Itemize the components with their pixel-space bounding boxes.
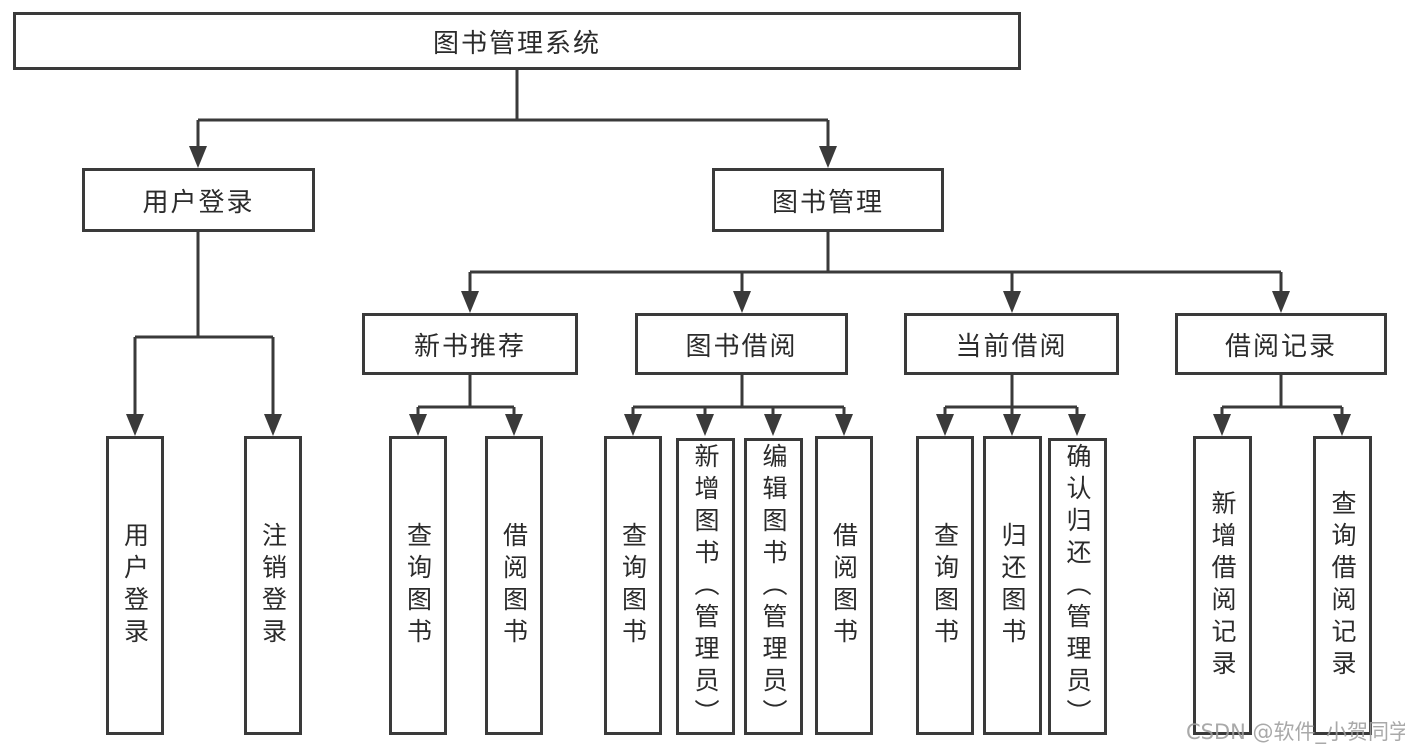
node-label: 查询图书 bbox=[930, 521, 960, 650]
node-label: 编辑图书（管理员） bbox=[759, 442, 788, 731]
leaf-query-books-borrowing: 查询图书 bbox=[604, 436, 662, 735]
node-label: 查询图书 bbox=[618, 521, 648, 650]
leaf-confirm-return-admin: 确认归还（管理员） bbox=[1048, 438, 1107, 735]
leaf-logout: 注销登录 bbox=[244, 436, 302, 735]
node-book-management: 图书管理 bbox=[712, 168, 944, 232]
node-label: 新增图书（管理员） bbox=[691, 442, 720, 731]
leaf-query-books-current: 查询图书 bbox=[916, 436, 974, 735]
node-label: 用户登录 bbox=[120, 521, 150, 650]
arrowheads bbox=[126, 146, 1351, 436]
node-user-login: 用户登录 bbox=[82, 168, 315, 232]
leaf-user-login: 用户登录 bbox=[106, 436, 164, 735]
node-label: 归还图书 bbox=[998, 521, 1027, 650]
node-label: 用户登录 bbox=[142, 187, 255, 218]
node-label: 图书管理 bbox=[771, 187, 884, 218]
node-label: 查询借阅记录 bbox=[1328, 489, 1357, 682]
leaf-edit-books-admin: 编辑图书（管理员） bbox=[744, 438, 803, 735]
node-label: 借阅图书 bbox=[829, 521, 859, 650]
leaf-add-borrow-record: 新增借阅记录 bbox=[1193, 436, 1252, 735]
node-label: 新书推荐 bbox=[413, 331, 526, 362]
node-borrowing-records: 借阅记录 bbox=[1175, 313, 1387, 375]
leaf-borrow-books-recommendation: 借阅图书 bbox=[485, 436, 543, 735]
node-new-book-recommendation: 新书推荐 bbox=[362, 313, 578, 375]
leaf-query-borrow-record: 查询借阅记录 bbox=[1313, 436, 1372, 735]
node-label: 注销登录 bbox=[258, 521, 288, 650]
watermark: CSDN @软件_小贺同学 bbox=[1186, 720, 1405, 744]
node-current-borrowing: 当前借阅 bbox=[904, 313, 1119, 375]
leaf-return-books: 归还图书 bbox=[983, 436, 1042, 735]
leaf-borrow-books-borrowing: 借阅图书 bbox=[815, 436, 873, 735]
node-label: 借阅记录 bbox=[1224, 331, 1337, 362]
node-label: 图书管理系统 bbox=[432, 28, 601, 59]
leaf-query-books-recommendation: 查询图书 bbox=[389, 436, 447, 735]
node-library-management-system: 图书管理系统 bbox=[13, 12, 1021, 70]
node-label: 查询图书 bbox=[403, 521, 433, 650]
leaf-add-books-admin: 新增图书（管理员） bbox=[676, 438, 735, 735]
node-label: 确认归还（管理员） bbox=[1063, 442, 1092, 731]
node-label: 图书借阅 bbox=[685, 331, 798, 362]
node-label: 借阅图书 bbox=[499, 521, 529, 650]
node-book-borrowing: 图书借阅 bbox=[635, 313, 848, 375]
node-label: 新增借阅记录 bbox=[1208, 489, 1237, 682]
node-label: 当前借阅 bbox=[955, 331, 1068, 362]
